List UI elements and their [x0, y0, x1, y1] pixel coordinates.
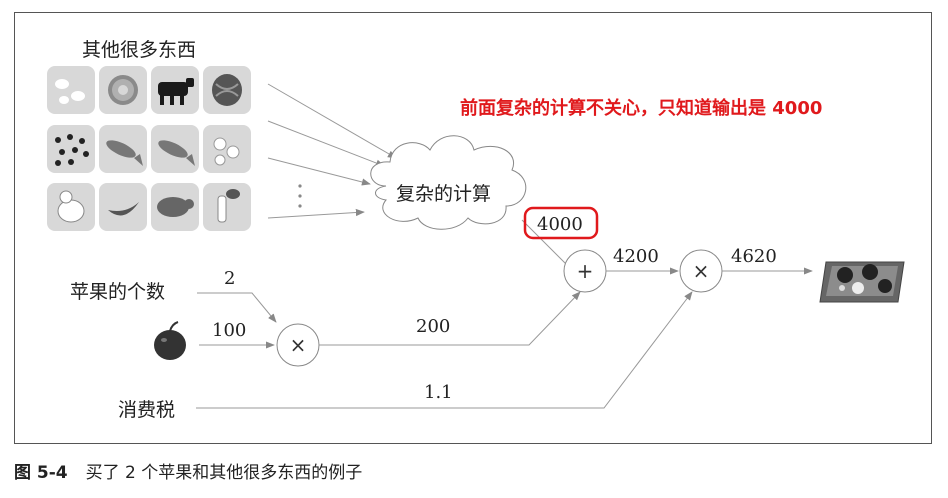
final-output-value: 4620 — [731, 246, 777, 267]
apple-price-value: 100 — [212, 320, 246, 341]
mul1-output-value: 200 — [416, 316, 450, 337]
more-items-dots — [298, 184, 302, 208]
cloud-output-value: 4000 — [537, 214, 583, 235]
highlight-box — [523, 206, 599, 240]
item-arrows — [267, 83, 397, 219]
annotation-text: 前面复杂的计算不关心，只知道输出是 4000 — [460, 97, 822, 119]
cloud-label: 复杂的计算 — [396, 183, 491, 205]
apple-icon — [154, 321, 186, 360]
tax-edge — [196, 291, 693, 409]
items-label: 其他很多东西 — [82, 39, 196, 61]
fish-icon — [151, 125, 199, 173]
mul1-output-edge — [319, 291, 581, 346]
cloud-output-edge — [521, 219, 573, 271]
tax-value: 1.1 — [424, 382, 453, 403]
items-grid — [47, 66, 251, 231]
tax-label: 消费税 — [118, 399, 175, 421]
payment-tray-icon — [819, 261, 905, 303]
beans-icon — [47, 66, 95, 114]
rice-balls-icon — [203, 125, 251, 173]
figure-caption: 图 5-4 买了 2 个苹果和其他很多东西的例子 — [14, 458, 362, 483]
caption-text: 买了 2 个苹果和其他很多东西的例子 — [85, 463, 363, 483]
apple-count-edge — [197, 292, 277, 323]
figure-number: 图 5-4 — [14, 463, 68, 483]
complex-computation-cloud: 复杂的计算 — [370, 135, 527, 230]
donut-icon — [99, 66, 147, 114]
fish-icon — [99, 125, 147, 173]
apple-count-label: 苹果的个数 — [70, 281, 165, 303]
black-beans-icon — [47, 125, 95, 173]
mushroom-icon — [203, 183, 251, 231]
pig-icon — [151, 183, 199, 231]
cow-icon — [151, 66, 199, 114]
add-symbol: + — [577, 259, 594, 283]
banana-icon — [99, 183, 147, 231]
multiply-symbol: × — [693, 259, 710, 283]
apple-count-value: 2 — [224, 268, 235, 289]
walnut-icon — [203, 66, 251, 114]
add-output-value: 4200 — [613, 246, 659, 267]
multiply-symbol: × — [290, 333, 307, 357]
chicken-icon — [47, 183, 95, 231]
